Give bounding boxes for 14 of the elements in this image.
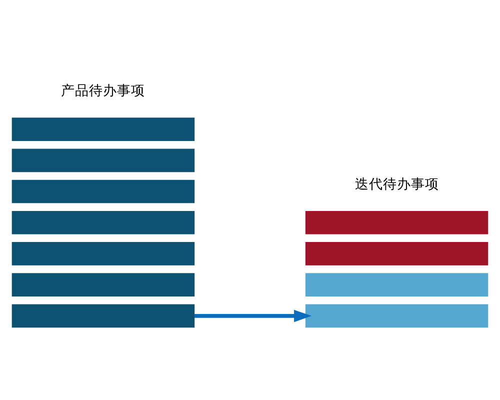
node-bar (305, 304, 488, 328)
node-bar (12, 148, 195, 172)
node-bar (12, 272, 195, 296)
label: 迭代待办事项 (354, 176, 439, 192)
label: 产品待办事项 (61, 82, 146, 98)
node-bar (305, 242, 488, 265)
node-bar (12, 242, 195, 265)
node-bar (12, 304, 195, 328)
arrow (194, 309, 312, 322)
node-bar (12, 179, 195, 203)
node-bar (305, 210, 488, 234)
node-bar (12, 210, 195, 234)
node-bar (305, 272, 488, 296)
node-bar (12, 117, 195, 140)
